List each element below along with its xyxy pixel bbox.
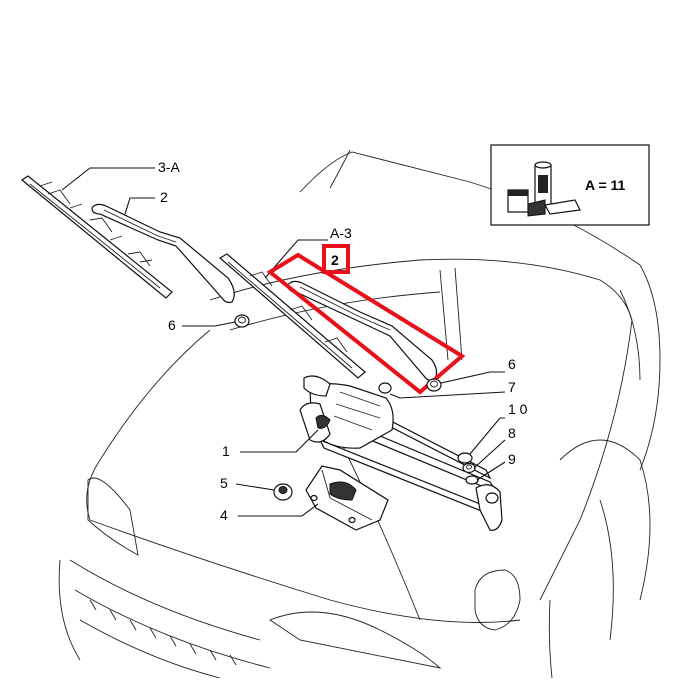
label-2-left: 2 (160, 189, 168, 205)
label-10: 1 0 (508, 401, 528, 417)
callout-3a: 3-A (61, 159, 180, 191)
wiper-blade-left (20, 175, 173, 299)
wiper-motor-linkage (299, 375, 503, 531)
label-6-left: 6 (168, 317, 176, 333)
label-1: 1 (222, 443, 230, 459)
nut-right: 6 (426, 356, 516, 392)
mounting-bracket: 4 (220, 465, 389, 531)
nut-left: 6 (168, 314, 250, 333)
wiper-blade-right (218, 253, 366, 379)
callout-1: 1 (222, 429, 319, 459)
label-8: 8 (508, 425, 516, 441)
label-9: 9 (508, 451, 516, 467)
grommet: 5 (220, 475, 293, 501)
label-3a: 3-A (158, 159, 180, 175)
label-5: 5 (220, 475, 228, 491)
label-6-right: 6 (508, 356, 516, 372)
callout-a3: A-3 (264, 225, 352, 279)
label-2-right: 2 (331, 252, 339, 268)
washer-9: 9 (465, 451, 516, 485)
washer-10: 1 0 (457, 401, 528, 464)
label-4: 4 (220, 507, 228, 523)
label-a3: A-3 (330, 225, 352, 241)
legend-box: A = 11 (490, 144, 650, 226)
legend-text: A = 11 (585, 177, 626, 193)
highlight-frame: 2 (266, 244, 466, 395)
callout-2-left: 2 (124, 189, 168, 215)
wiper-arm-left (91, 203, 235, 304)
grease-tube-icon (507, 161, 581, 217)
label-7: 7 (508, 379, 516, 395)
washer-8: 8 (462, 425, 516, 474)
washer-7: 7 (378, 379, 516, 399)
